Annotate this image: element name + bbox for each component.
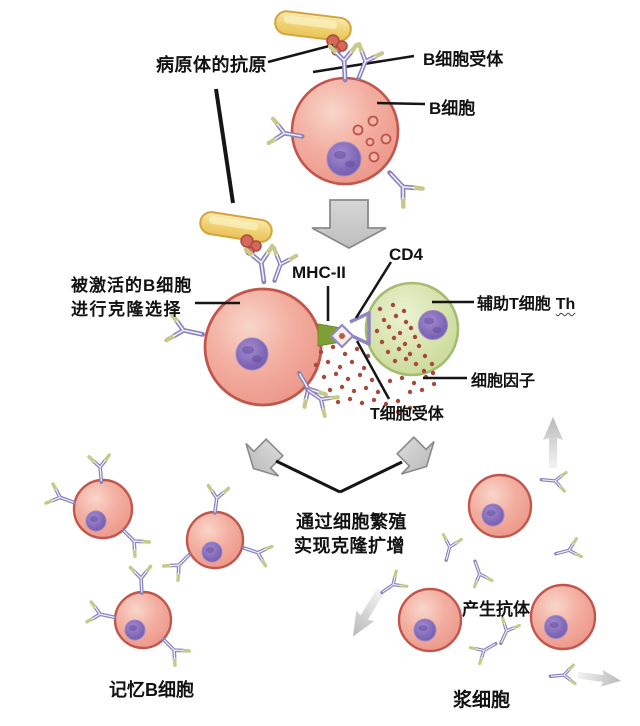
plasma-cell <box>397 587 463 653</box>
antigen-fragment <box>329 323 355 349</box>
memory-b-cell <box>185 510 245 570</box>
antibody-icon <box>87 453 114 485</box>
antibody-icon <box>238 536 274 568</box>
antibody-icon <box>202 483 231 517</box>
pointer-line <box>376 101 426 106</box>
antibody-icon <box>547 663 577 688</box>
label-helper-t-cell-suffix: Th <box>555 296 576 313</box>
label-t-cell-receptor: T细胞受体 <box>370 406 444 423</box>
pointer-line <box>354 261 393 319</box>
antibody-icon <box>551 537 583 565</box>
pointer-line <box>339 460 403 494</box>
antibody-icon <box>464 556 494 589</box>
label-clonal-expansion-line1: 通过细胞繁殖 <box>296 512 407 532</box>
antibody-icon <box>128 564 154 596</box>
label-memory-b-cells: 记忆B细胞 <box>109 680 194 700</box>
antibody-icon <box>468 633 503 666</box>
pathogen-icon <box>199 211 273 243</box>
label-cd4: CD4 <box>389 245 424 264</box>
pointer-line <box>267 43 334 64</box>
antibody-icon <box>85 600 119 630</box>
label-mhc2: MHC-II <box>292 263 346 282</box>
down-arrow-icon <box>311 199 387 249</box>
label-activated-b-cell-line2: 进行克隆选择 <box>71 300 182 319</box>
antibody-icon <box>435 533 463 565</box>
label-clonal-expansion-line2: 实现克隆扩增 <box>294 536 405 556</box>
label-helper-t-cell-text: 辅助T细胞 <box>477 296 551 313</box>
t-cell-receptor-molecule <box>349 311 371 346</box>
label-b-cell-receptor: B细胞受体 <box>423 50 504 69</box>
plasma-cell <box>467 473 533 539</box>
down-right-arrow-icon <box>388 428 444 484</box>
label-activated-b-cell-line1: 被激活的B细胞 <box>71 276 193 295</box>
plasma-cell <box>529 583 597 651</box>
up-arrow-icon <box>543 417 563 468</box>
label-cytokines: 细胞因子 <box>471 373 536 390</box>
label-b-cell: B细胞 <box>429 99 476 118</box>
helper-t-cell-nucleus <box>418 310 448 340</box>
activated-b-cell <box>203 287 323 407</box>
activated-b-cell-nucleus <box>235 337 269 371</box>
b-cell <box>290 76 400 186</box>
antibody-icon <box>538 468 568 493</box>
label-produce-antibodies: 产生抗体 <box>462 600 530 619</box>
pointer-line <box>275 459 341 494</box>
b-cell-vesicles <box>352 115 392 163</box>
cytokine-dots <box>313 302 437 415</box>
pathogen-icon <box>274 10 352 42</box>
right-arrow-icon <box>576 666 622 690</box>
antibody-icon <box>246 246 277 284</box>
label-pathogen-antigen: 病原体的抗原 <box>156 55 267 75</box>
label-plasma-cells: 浆细胞 <box>453 690 511 711</box>
pointer-lines <box>195 43 474 494</box>
pointer-line <box>355 340 391 400</box>
antibody-icon <box>380 164 423 207</box>
pointer-line <box>214 88 235 204</box>
down-left-arrow-icon <box>236 430 292 486</box>
b-cell-nucleus <box>326 141 362 177</box>
